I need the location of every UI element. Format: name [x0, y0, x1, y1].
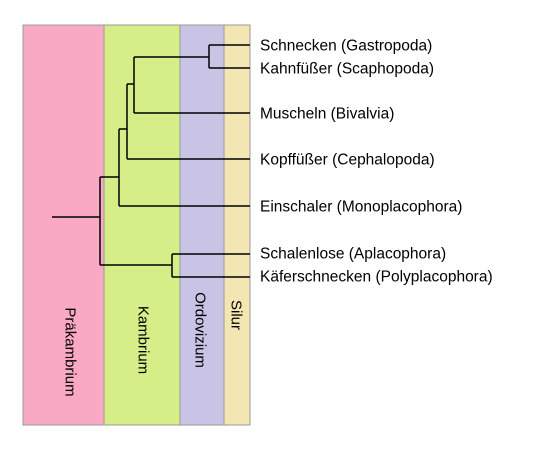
taxon-label-schalenlose: Schalenlose (Aplacophora) — [260, 246, 446, 263]
taxon-label-einschaler: Einschaler (Monoplacophora) — [260, 199, 462, 216]
period-label-ordovizium: Ordovizium — [192, 292, 209, 368]
taxon-label-kopffuesser: Kopffüßer (Cephalopoda) — [260, 152, 435, 169]
period-band-prakambrium — [22, 24, 105, 426]
taxon-label-schnecken: Schnecken (Gastropoda) — [260, 38, 432, 55]
taxon-label-kaeferschnecken: Käferschnecken (Polyplacophora) — [260, 269, 493, 286]
period-band-kambrium — [103, 24, 181, 426]
period-band-silur — [223, 24, 251, 426]
period-label-prakambrium: Präkambrium — [62, 307, 79, 396]
period-label-kambrium: Kambrium — [135, 306, 152, 374]
cladogram-tree — [52, 44, 250, 278]
taxon-label-kahnfuesser: Kahnfüßer (Scaphopoda) — [260, 61, 434, 78]
period-band-ordovizium — [179, 24, 225, 426]
period-label-silur: Silur — [228, 300, 245, 330]
taxon-label-muscheln: Muscheln (Bivalvia) — [260, 106, 394, 123]
